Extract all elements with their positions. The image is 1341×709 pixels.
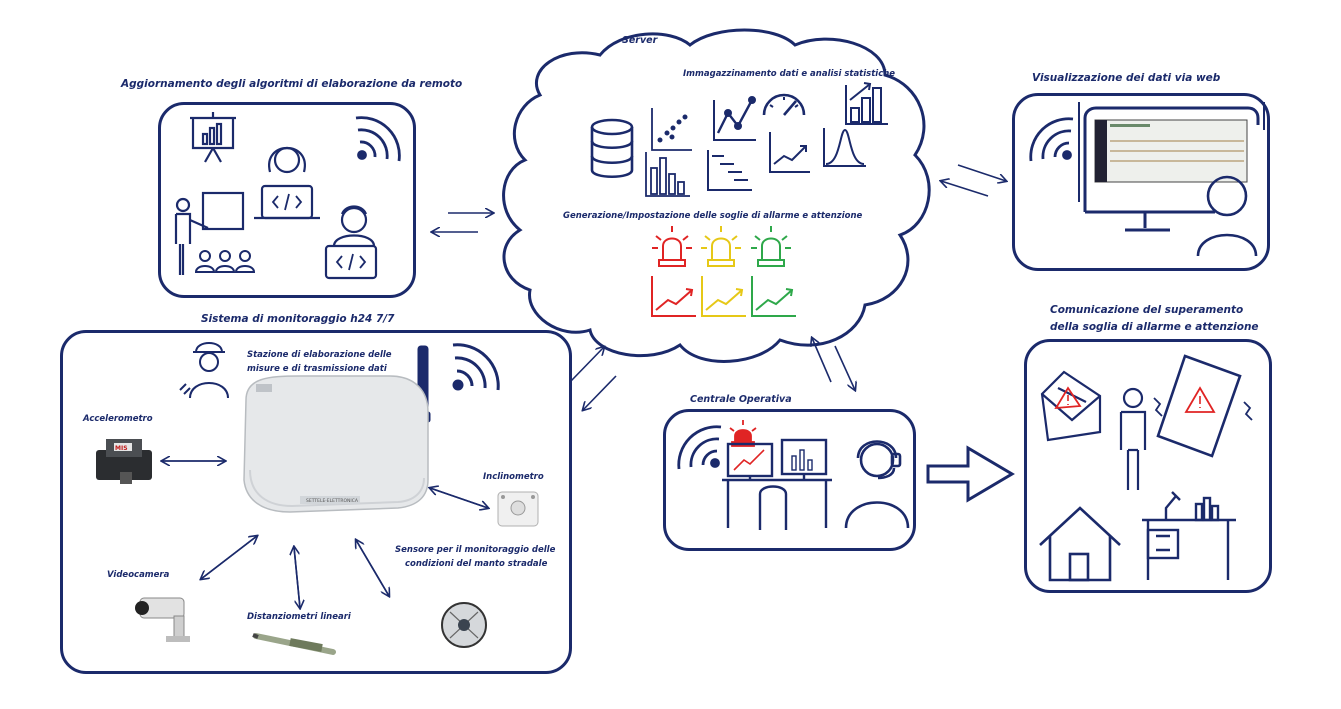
scatter-plot-icon [651, 108, 692, 151]
big-arrow-to-communication [926, 445, 1015, 503]
developer-female-icon [254, 146, 320, 220]
station-label-line1: Stazione di elaborazione delle [247, 350, 392, 360]
remote-update-panel [158, 102, 416, 298]
yellow-alarm-light-icon [701, 226, 741, 267]
station-label-line2: misure e di trasmissione dati [247, 364, 387, 374]
monitoring-system-title: Sistema di monitoraggio h24 7/7 [201, 313, 395, 325]
operations-center-title: Centrale Operativa [690, 394, 792, 405]
videocamera-label: Videocamera [107, 570, 170, 580]
distanziometri-label: Distanziometri lineari [247, 612, 351, 622]
gantt-chart-icon [707, 150, 752, 191]
operations-center-panel [663, 409, 916, 551]
monitor-icon [1078, 102, 1265, 232]
web-visualization-panel [1012, 93, 1270, 271]
processing-station-device [243, 375, 429, 513]
sensor-arrows [162, 461, 488, 608]
bell-curve-icon [823, 128, 866, 167]
distanziometro-device [252, 633, 336, 655]
desk-icon [1142, 491, 1236, 580]
server-web-arrows [941, 164, 1006, 197]
station-brand-text: SETTELE·ELETTRONICA [306, 498, 359, 504]
monitoring-server-arrows [570, 347, 617, 410]
line-graph-icon [713, 96, 756, 141]
green-trend-chart-icon [751, 276, 796, 317]
workstation-icon [722, 438, 832, 530]
audience-icon [194, 250, 256, 273]
monitoring-wifi-icon [452, 343, 500, 391]
envelope-warning-triangle-icon [1054, 386, 1082, 410]
yellow-trend-chart-icon [701, 276, 746, 317]
server-label: Server [622, 35, 658, 46]
web-wifi-icon [1029, 117, 1074, 162]
operations-alarm-light-icon [729, 420, 757, 447]
communication-title-line1: Comunicazione del superamento [1050, 304, 1244, 316]
presentation-board-icon [190, 112, 236, 163]
standing-person-icon [1119, 387, 1147, 490]
green-alarm-light-icon [751, 226, 791, 267]
remote-update-title: Aggiornamento degli algoritmi di elabora… [121, 78, 463, 90]
monitoring-system-panel [60, 330, 572, 674]
teacher-icon [174, 191, 245, 275]
communication-panel [1024, 339, 1272, 593]
accelerometer-brand-text: MIS [115, 445, 128, 452]
bar-chart-icon [645, 152, 690, 197]
technician-icon [179, 342, 229, 399]
operator-headset-icon [844, 440, 910, 529]
inclinometer-label: Inclinometro [483, 472, 544, 482]
communication-title-line2: della soglia di allarme e attenzione [1050, 321, 1259, 333]
red-alarm-light-icon [652, 226, 692, 267]
accelerometer-device [96, 439, 152, 484]
inclinometer-device [497, 491, 539, 527]
web-visualization-title: Visualizzazione dei dati via web [1032, 72, 1221, 84]
vibrating-phone-icon [1153, 354, 1253, 458]
user-silhouette-icon [1196, 175, 1258, 257]
accelerometer-label: Accelerometro [83, 414, 153, 424]
developer-male-icon [324, 205, 378, 280]
phone-warning-triangle-icon [1184, 386, 1216, 413]
gauge-icon [762, 93, 806, 116]
operations-wifi-icon [677, 425, 722, 470]
trend-chart-icon [769, 132, 810, 173]
database-icon [590, 118, 634, 179]
wifi-signal-icon [355, 116, 401, 162]
videocamera-device [135, 597, 190, 642]
red-trend-chart-icon [651, 276, 696, 317]
road-sensor-label-line2: condizioni del manto stradale [405, 559, 548, 569]
server-operations-arrows [812, 338, 855, 390]
growth-bars-icon [845, 82, 888, 125]
house-icon [1039, 506, 1121, 582]
storage-analysis-label: Immagazzinamento dati e analisi statisti… [683, 69, 896, 79]
update-server-arrows [432, 213, 493, 232]
thresholds-label: Generazione/Impostazione delle soglie di… [563, 211, 863, 221]
road-sensor-label-line1: Sensore per il monitoraggio delle [395, 545, 556, 555]
road-sensor-device [441, 602, 487, 648]
server-cloud [502, 28, 931, 363]
